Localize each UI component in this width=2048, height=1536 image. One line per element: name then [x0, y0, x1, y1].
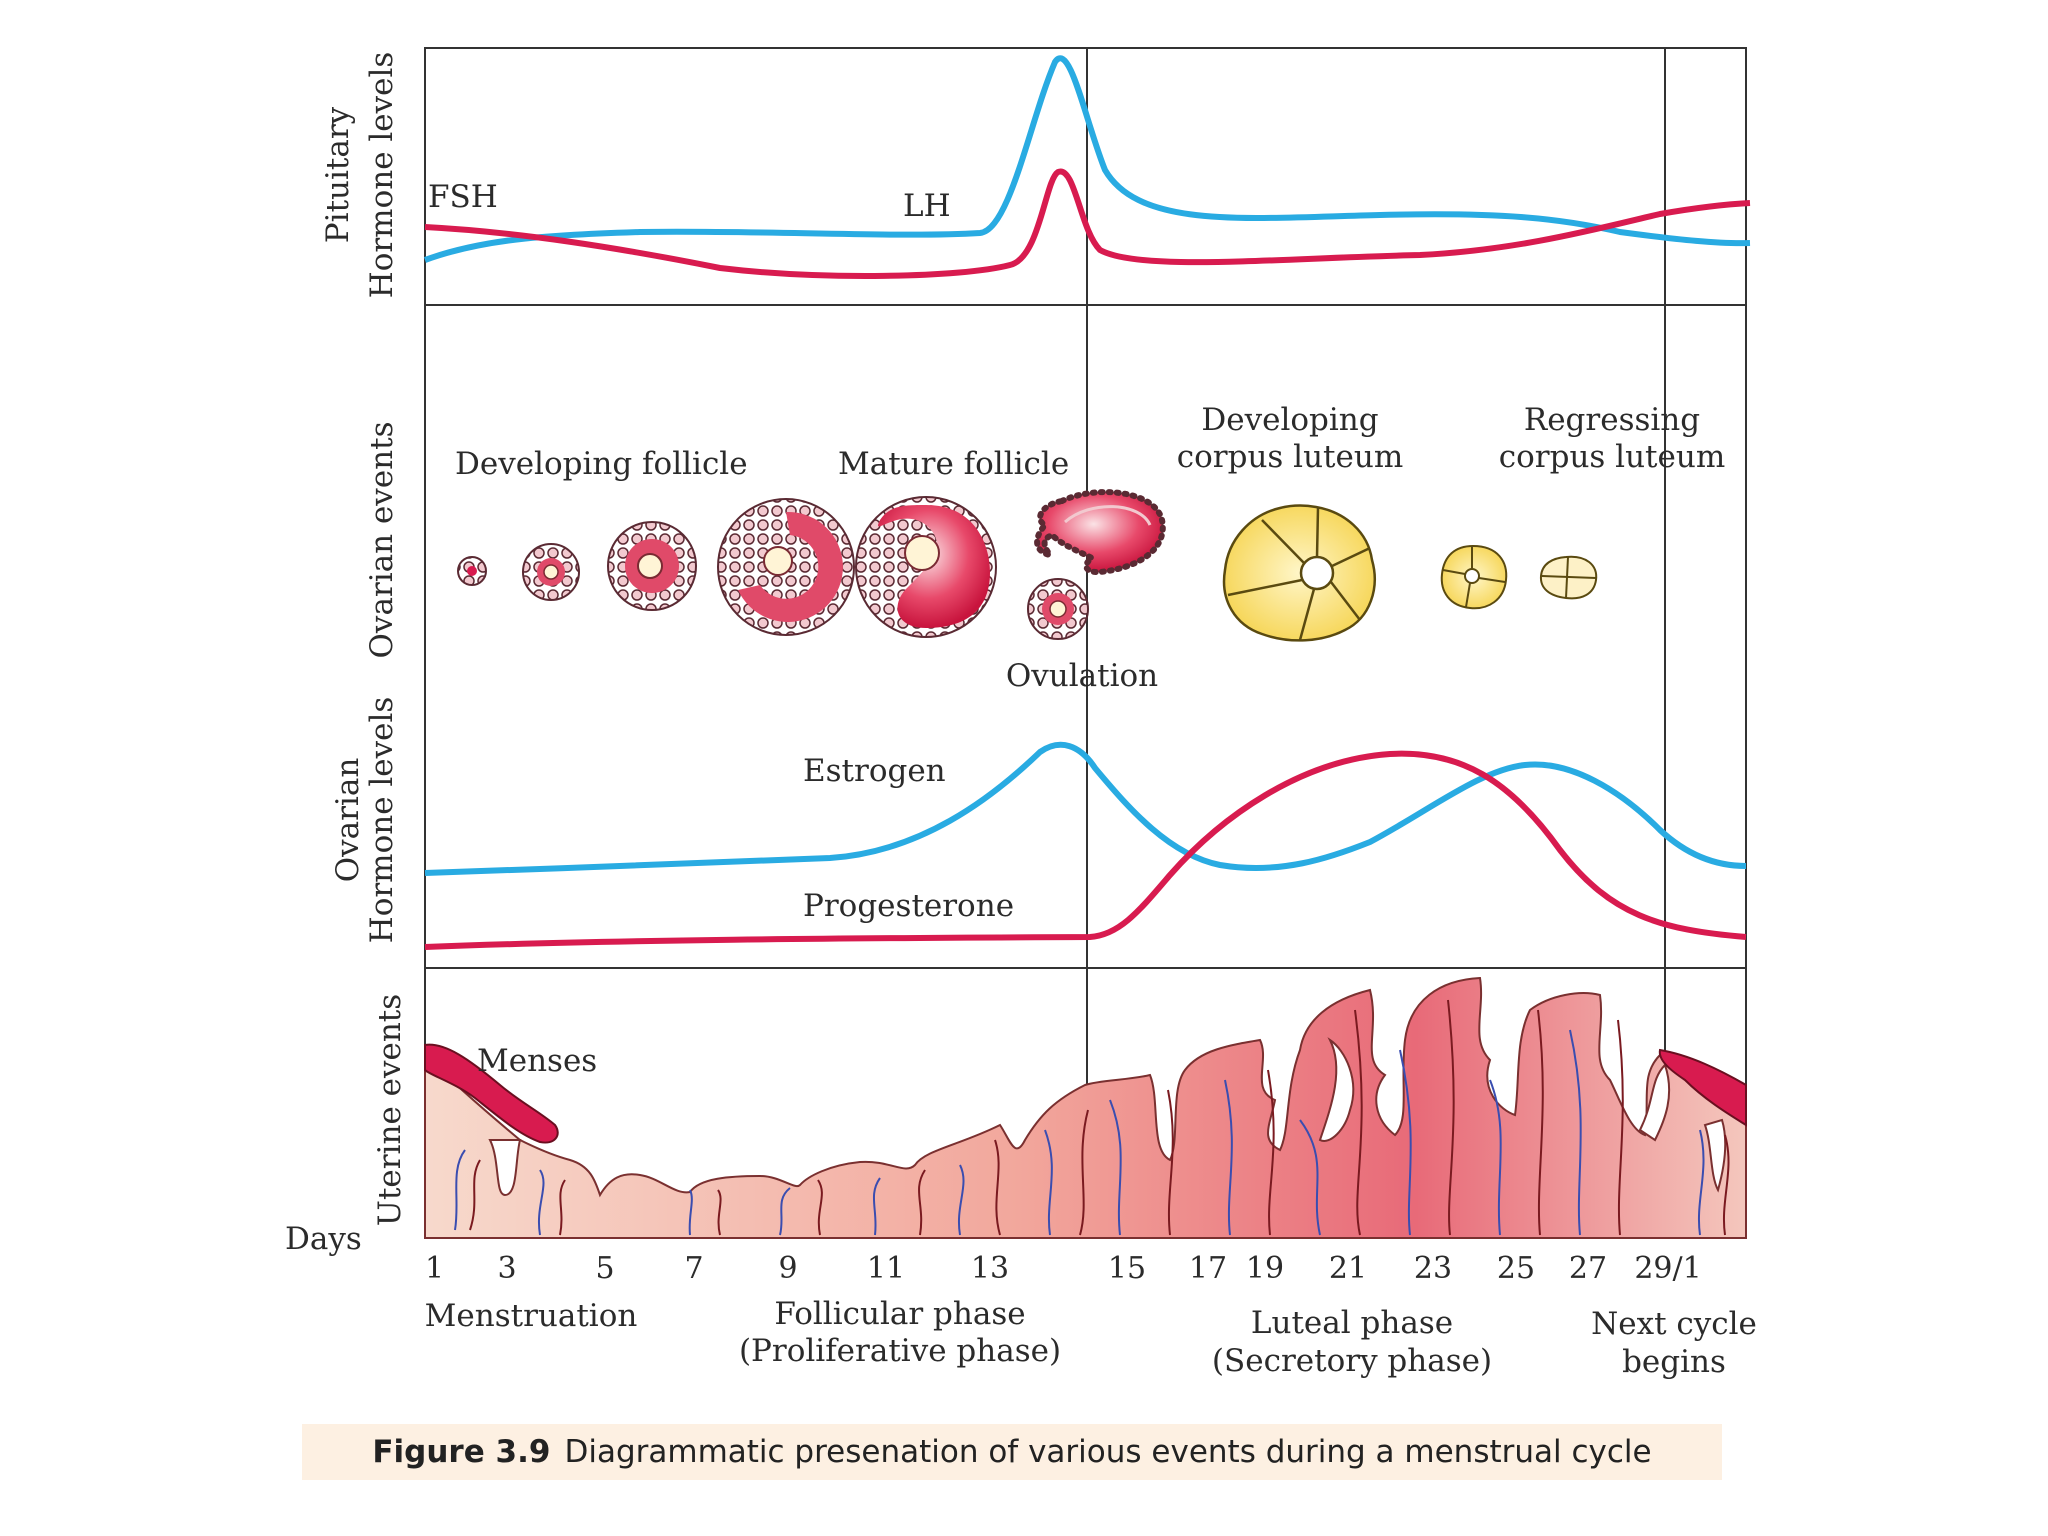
figure-caption: Figure 3.9 Diagrammatic presenation of v… — [302, 1424, 1722, 1480]
regressing-cl-label-2: corpus luteum — [1499, 439, 1725, 475]
pituitary-axis-label-line2: Hormone levels — [364, 52, 400, 299]
developing-follicle-3 — [607, 521, 697, 611]
luteal-phase-label-1: Luteal phase — [1251, 1305, 1453, 1341]
developing-follicle-4 — [717, 498, 855, 636]
day-tick-9: 9 — [778, 1251, 797, 1286]
uterine-glands — [454, 999, 1730, 1236]
day-tick-7: 7 — [684, 1251, 703, 1286]
ovulation-label: Ovulation — [1006, 658, 1158, 694]
progesterone-label: Progesterone — [803, 888, 1014, 924]
figure-number: Figure 3.9 — [372, 1434, 551, 1470]
developing-follicle-1 — [457, 556, 487, 586]
pituitary-axis-label-line1: Pituitary — [320, 106, 356, 243]
day-tick-29-1: 29/1 — [1634, 1251, 1701, 1286]
follicular-phase-label-2: (Proliferative phase) — [739, 1333, 1061, 1369]
day-tick-13: 13 — [971, 1251, 1009, 1286]
lh-curve — [423, 55, 1751, 263]
next-cycle-label-2: begins — [1622, 1344, 1726, 1380]
days-label: Days — [285, 1221, 362, 1257]
fsh-curve — [424, 168, 1751, 279]
day-tick-17: 17 — [1189, 1251, 1227, 1286]
progesterone-curve — [424, 750, 1747, 950]
menstruation-label: Menstruation — [425, 1298, 638, 1334]
follicular-phase-label-1: Follicular phase — [774, 1296, 1025, 1332]
regressing-corpus-luteum-1 — [1440, 544, 1508, 610]
day-tick-27: 27 — [1569, 1251, 1607, 1286]
menses-label: Menses — [477, 1043, 597, 1079]
figure-caption-text: Diagrammatic presenation of various even… — [564, 1434, 1652, 1470]
day-tick-21: 21 — [1329, 1251, 1367, 1286]
menses-lining — [424, 1043, 1747, 1144]
estrogen-label: Estrogen — [803, 753, 946, 789]
day-tick-1: 1 — [425, 1251, 444, 1286]
day-tick-23: 23 — [1414, 1251, 1452, 1286]
developing-follicle-2 — [522, 543, 580, 601]
regressing-corpus-luteum-2 — [1539, 555, 1598, 600]
developing-corpus-luteum — [1222, 504, 1376, 642]
ruptured-follicle — [1034, 489, 1166, 576]
uterine-events-axis-label: Uterine events — [372, 994, 408, 1226]
day-tick-25: 25 — [1497, 1251, 1535, 1286]
ovarian-hormone-axis-label: Ovarian Hormone levels — [330, 697, 400, 944]
estrogen-curve — [424, 741, 1747, 876]
lh-label: LH — [903, 188, 951, 224]
day-tick-5: 5 — [595, 1251, 614, 1286]
next-cycle-label-1: Next cycle — [1591, 1306, 1757, 1342]
pituitary-axis-label: Pituitary Hormone levels — [320, 52, 400, 299]
ovarian-events-axis-label: Ovarian events — [364, 422, 400, 659]
ovarian-hormone-axis-label-line1: Ovarian — [330, 758, 366, 883]
mature-follicle — [855, 496, 997, 638]
day-tick-11: 11 — [867, 1251, 905, 1286]
developing-follicle-label: Developing follicle — [455, 446, 748, 482]
regressing-cl-label-1: Regressing — [1524, 402, 1700, 438]
fsh-label: FSH — [428, 179, 498, 215]
ovarian-hormone-axis-label-line2: Hormone levels — [364, 697, 400, 944]
day-tick-3: 3 — [497, 1251, 516, 1286]
developing-cl-label-1: Developing — [1201, 402, 1378, 438]
luteal-phase-label-2: (Secretory phase) — [1212, 1343, 1492, 1379]
day-tick-19: 19 — [1246, 1251, 1284, 1286]
day-tick-15: 15 — [1108, 1251, 1146, 1286]
developing-cl-label-2: corpus luteum — [1177, 439, 1403, 475]
endometrium — [424, 976, 1747, 1239]
mature-follicle-label: Mature follicle — [838, 446, 1069, 482]
released-ovum — [1027, 578, 1089, 640]
